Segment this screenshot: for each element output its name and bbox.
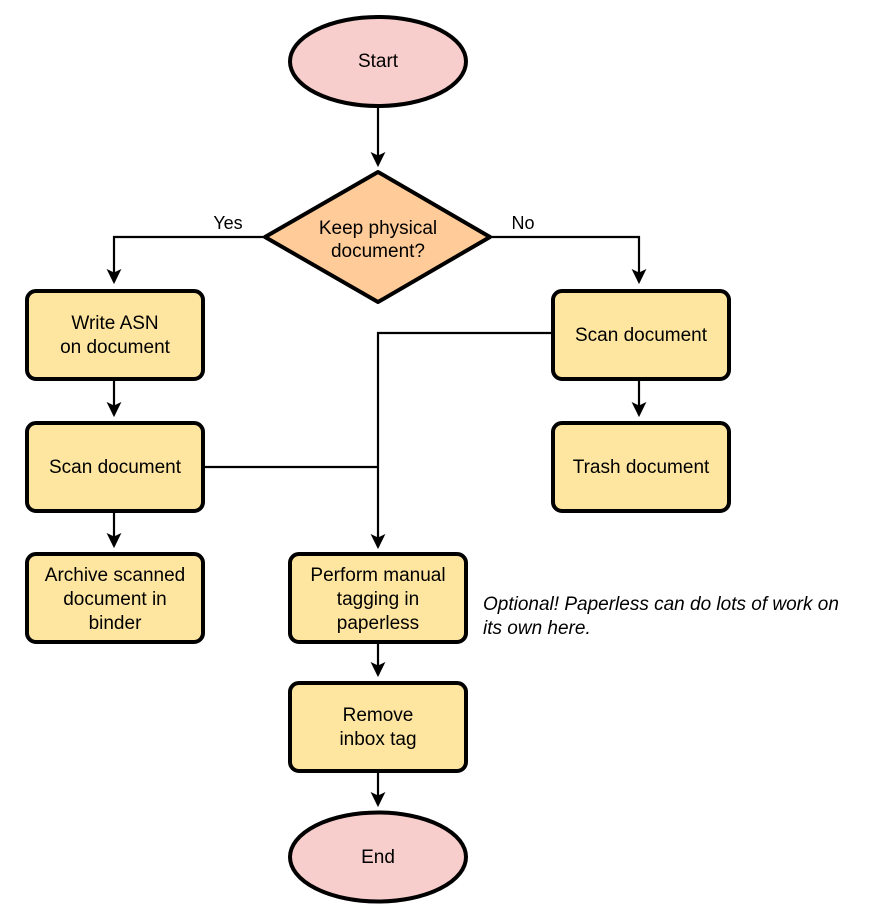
scan-left-label: Scan document [49,457,182,478]
decision-label-line1: Keep physical [319,218,437,239]
manual-tagging-label-line3: paperless [337,613,419,634]
annotation-line1: Optional! Paperless can do lots of work … [483,594,839,615]
annotation-line2: its own here. [483,618,591,639]
manual-tagging-label-line1: Perform manual [310,565,445,586]
archive-label-line2: document in [63,589,167,610]
write-asn-label-line1: Write ASN [71,313,158,334]
edge-decision-yes-to-write-asn [106,235,265,285]
end-label: End [361,847,395,868]
decision-diamond-shape [263,170,492,304]
node-start[interactable]: Start [288,15,468,108]
manual-tagging-label-line2: tagging in [337,589,419,610]
remove-inbox-label-line2: inbox tag [339,729,416,750]
node-manual-tagging[interactable]: Perform manual tagging in paperless [288,552,468,644]
node-remove-inbox-tag[interactable]: Remove inbox tag [288,681,468,773]
node-write-asn[interactable]: Write ASN on document [25,289,205,381]
decision-label-line2: document? [331,241,425,262]
edge-decision-no-to-scan-right [490,235,647,285]
remove-inbox-label-line1: Remove [343,705,414,726]
write-asn-rect-shape [25,289,205,381]
edge-label-yes: Yes [213,213,242,233]
node-archive[interactable]: Archive scanned document in binder [25,552,205,644]
archive-rect-shape [25,552,205,644]
end-ellipse-shape [288,810,468,904]
node-trash[interactable]: Trash document [551,421,731,513]
scan-right-rect-shape [551,289,731,381]
archive-label-line3: binder [89,613,142,634]
node-end[interactable]: End [288,810,468,904]
node-scan-document-left[interactable]: Scan document [25,421,205,513]
node-decision[interactable]: Keep physical document? [263,170,492,304]
start-ellipse-shape [288,15,468,108]
edge-label-no: No [511,213,534,233]
connector-layer [106,106,647,808]
annotation-optional-note: Optional! Paperless can do lots of work … [483,594,839,639]
trash-label: Trash document [573,457,710,478]
node-scan-document-right[interactable]: Scan document [551,289,731,381]
scan-left-rect-shape [25,421,205,513]
archive-label-line1: Archive scanned [45,565,185,586]
scan-right-label: Scan document [575,325,708,346]
trash-rect-shape [551,421,731,513]
start-label: Start [358,51,399,72]
manual-tagging-rect-shape [288,552,468,644]
remove-inbox-rect-shape [288,681,468,773]
edge-scan-right-to-manual-tagging [370,331,552,550]
write-asn-label-line2: on document [60,337,171,358]
